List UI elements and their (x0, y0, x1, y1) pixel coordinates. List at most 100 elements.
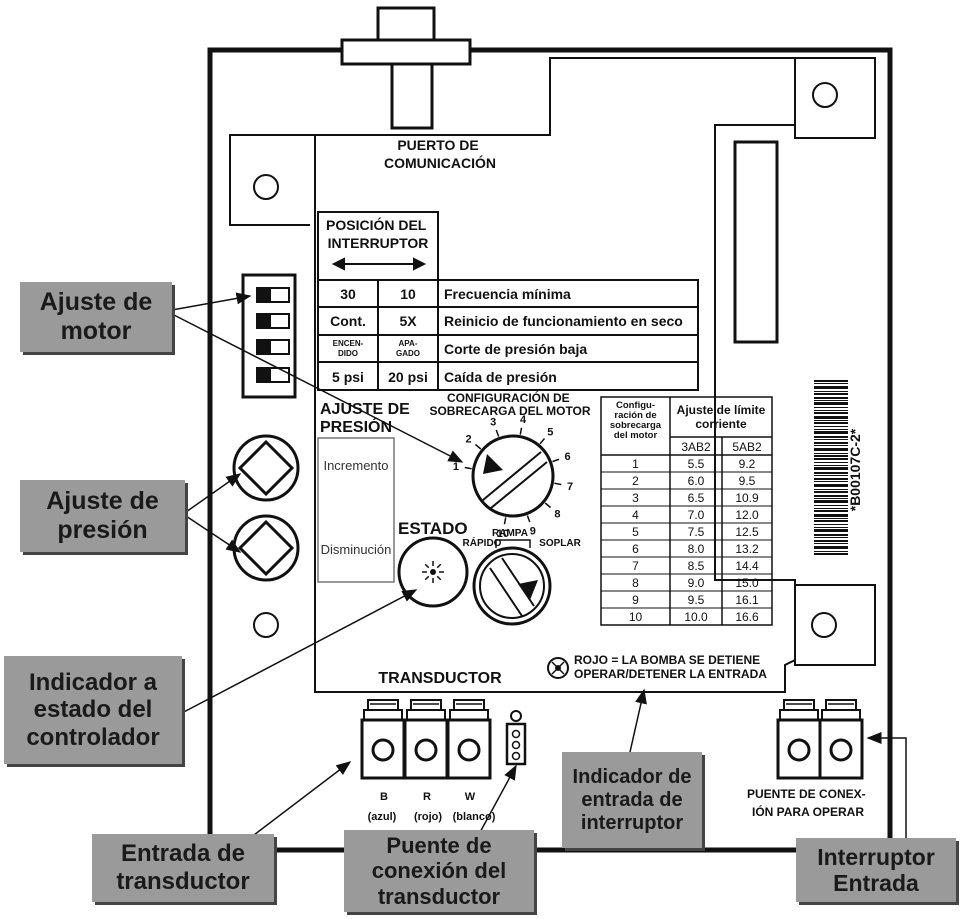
barcode-bar (814, 472, 848, 474)
leader-lines (171, 292, 907, 842)
overload-dial-number: 10 (497, 528, 509, 540)
current-table-header-config: sobrecarga (610, 420, 662, 431)
ramp-tick (495, 539, 531, 548)
barcode-bar (814, 458, 848, 460)
overload-dial-tick (503, 517, 507, 525)
comm-port-label-1: PUERTO DE (397, 137, 478, 153)
barcode-bar (814, 524, 848, 525)
sw-row2-label: Reinicio de funcionamiento en seco (444, 313, 683, 329)
overload-dial-number: 8 (554, 508, 560, 520)
barcode-bar (814, 484, 848, 487)
svg-text:ROJO = LA BOMBA SE DETIENE: ROJO = LA BOMBA SE DETIENE OPERAR/DETENE… (574, 653, 767, 681)
mount-hole-bottom-right (811, 612, 837, 638)
pressure-adjust-title-2: PRESIÓN (320, 417, 392, 436)
current-table-cell: 10.9 (735, 491, 759, 505)
barcode-bar (814, 422, 848, 424)
led-icon (422, 561, 444, 583)
overload-dial-tick (474, 443, 482, 450)
increment-label: Incremento (323, 458, 388, 473)
current-table-cell: 4 (632, 508, 639, 522)
ramp-dial-stripe (489, 567, 523, 617)
terminal-r-label: R (423, 791, 431, 803)
sw-row4-label: Caída de presión (444, 369, 557, 385)
dip-switch-2[interactable] (256, 313, 290, 329)
sw-row2-right: 5X (399, 313, 417, 329)
red-note-2: OPERAR/DETENER LA ENTRADA (574, 667, 767, 681)
barcode-bar (814, 393, 848, 395)
svg-text:PUERTO DE COMUNICACIÓN: PUERTO DE COMUNICACIÓN (384, 137, 496, 171)
dip-switch-3[interactable] (256, 339, 290, 355)
pressure-adjust-title-1: AJUSTE DE (320, 401, 410, 418)
barcode-bar (814, 436, 848, 438)
transducer-terminal[interactable] (446, 699, 492, 780)
barcode-bar (814, 455, 848, 457)
overload-dial-stripe (482, 451, 542, 501)
barcode-bar (814, 429, 848, 430)
current-table-col-3ab2: 3AB2 (681, 440, 711, 454)
callout-motor-adjust-line1: Ajuste de (39, 288, 153, 317)
terminal-w-color: (blanco) (453, 811, 496, 823)
ramp-dial[interactable] (472, 546, 552, 626)
barcode-bar (814, 551, 848, 552)
overload-dial-number: 1 (453, 461, 459, 473)
current-table-cell: 7.0 (688, 508, 705, 522)
sw-row3-left-1: ENCEN- (333, 339, 364, 348)
dip-switch-4[interactable] (256, 367, 290, 383)
svg-text:AJUSTE DE PRESIÓN: AJUSTE DE PRESIÓN (320, 401, 414, 436)
transducer-terminal[interactable] (403, 699, 449, 780)
current-table-cell: 8.5 (688, 559, 705, 573)
current-table-cell: 14.4 (735, 559, 759, 573)
overload-dial-tick (552, 458, 560, 463)
run-jumper-terminal[interactable] (818, 699, 864, 780)
run-jumper-terminal[interactable] (776, 699, 822, 780)
current-table-cell: 9 (632, 593, 639, 607)
overload-dial-tick (464, 466, 472, 470)
led-ray (436, 563, 442, 569)
sw-row3-left-2: DIDO (338, 349, 358, 358)
barcode-bar (814, 518, 848, 519)
run-jumper-label-2: IÓN PARA OPERAR (752, 804, 864, 819)
led-ray (424, 563, 430, 569)
overload-dial-tick (495, 429, 500, 437)
sw-row1-left: 30 (340, 286, 356, 302)
transducer-label: TRANSDUCTOR (378, 670, 502, 687)
overload-title-1: CONFIGURACIÓN DE (447, 390, 570, 405)
transducer-jumper[interactable] (505, 710, 527, 766)
current-table-cell: 10.0 (684, 610, 708, 624)
current-table-cell: 9.2 (739, 457, 756, 471)
barcode-bar (814, 439, 848, 440)
current-table-header-config: del motor (614, 430, 658, 441)
barcode-bar (814, 529, 848, 532)
run-jumper-terminal-block (776, 699, 864, 780)
transducer-terminal[interactable] (360, 699, 406, 780)
barcode-bar (814, 448, 848, 451)
status-label: ESTADO (398, 519, 468, 538)
current-table-cell: 6.5 (688, 491, 705, 505)
ramp-dial-inner (479, 553, 545, 619)
callout-switch-indicator-line3: interruptor (580, 811, 684, 834)
pressure-increase-button[interactable] (232, 434, 300, 502)
barcode-bar (814, 491, 848, 493)
callout-motor-adjust-line2: motor (60, 317, 132, 345)
sw-row4-right: 20 psi (388, 369, 428, 385)
current-table-cell: 6 (632, 542, 639, 556)
overload-dial-number: 9 (530, 526, 536, 538)
sw-row2-left: Cont. (330, 313, 366, 329)
blow-label: SOPLAR (539, 538, 581, 549)
overload-dial-tick (544, 502, 552, 509)
dip-switch-1[interactable] (256, 287, 290, 303)
overload-dial-tick (519, 427, 523, 435)
current-table-col-5ab2: 5AB2 (732, 440, 762, 454)
pressure-decrease-button[interactable] (232, 514, 300, 582)
overload-dial-pointer (483, 454, 503, 474)
current-table-header-limit: corriente (695, 417, 747, 431)
overload-dial-number: 3 (490, 416, 496, 428)
double-arrow-icon (331, 257, 427, 271)
barcode-bar (814, 445, 848, 446)
